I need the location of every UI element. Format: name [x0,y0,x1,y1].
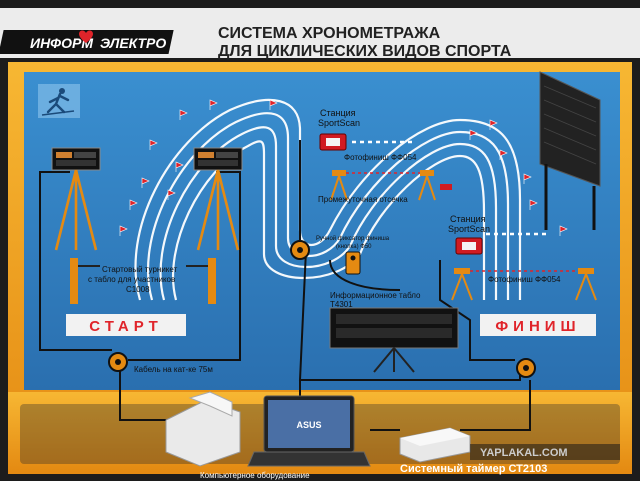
photofinish-top-label: Фотофиниш ФФ054 [344,153,417,162]
cable-label: Кабель на кат-ке 75м [134,365,213,374]
heart-icon [79,30,93,43]
finish-display-board [539,71,601,230]
computer-label: Компьютерное оборудование [200,471,310,480]
cable-reel-finish [516,358,536,378]
info-board [329,307,459,373]
laptop: ASUS [247,395,371,467]
start-banner-text: СТАРТ [89,318,162,335]
info-board-label: Информационное табло Т4301 [330,291,423,309]
hand-fixator [345,251,361,275]
logo-left-text: ИНФОРМ [30,35,93,51]
station-top-label: Станция SportScan [318,108,360,128]
title-line1: СИСТЕМА ХРОНОМЕТРАЖА [218,25,441,42]
start-banner [66,314,186,336]
finish-banner [480,314,596,336]
course-flags [119,99,568,236]
sportscan-station-top [319,133,347,151]
start-turnstile [70,258,216,304]
logo-right-text: ЭЛЕКТРО [100,35,166,51]
finish-banner-text: ФИНИШ [495,318,580,335]
sportscan-station-right [455,237,483,255]
system-timer-label: Системный таймер СТ2103 [400,463,547,475]
logo: ИНФОРМ ЭЛЕКТРО [0,30,174,54]
title-line2: ДЛЯ ЦИКЛИЧЕСКИХ ВИДОВ СПОРТА [218,43,512,60]
intermediate-label: Промежуточная отсечка [318,195,408,204]
cable-reel-start [108,352,128,372]
cable-reel-middle [290,240,310,260]
station-right-label: Станция SportScan [448,214,490,234]
svg-text:YAPLAKAL.COM: YAPLAKAL.COM [480,447,568,459]
turnstile-label: Стартовый турникет с табло для участнико… [88,265,179,294]
photofinish-right-label: Фотофиниш ФФ054 [488,275,561,284]
printer [165,391,241,467]
svg-text:ASUS: ASUS [296,420,321,430]
skier-icon [38,84,80,118]
finish-photocells [451,268,597,301]
scoreboard-middle [193,147,243,251]
intermediate-photocells [330,170,452,201]
scoreboard-left [51,147,101,251]
watermark: YAPLAKAL.COM [470,444,620,460]
hand-fixator-label: Ручной фиксатор финиша (кнопка) Ф50 [316,235,391,250]
